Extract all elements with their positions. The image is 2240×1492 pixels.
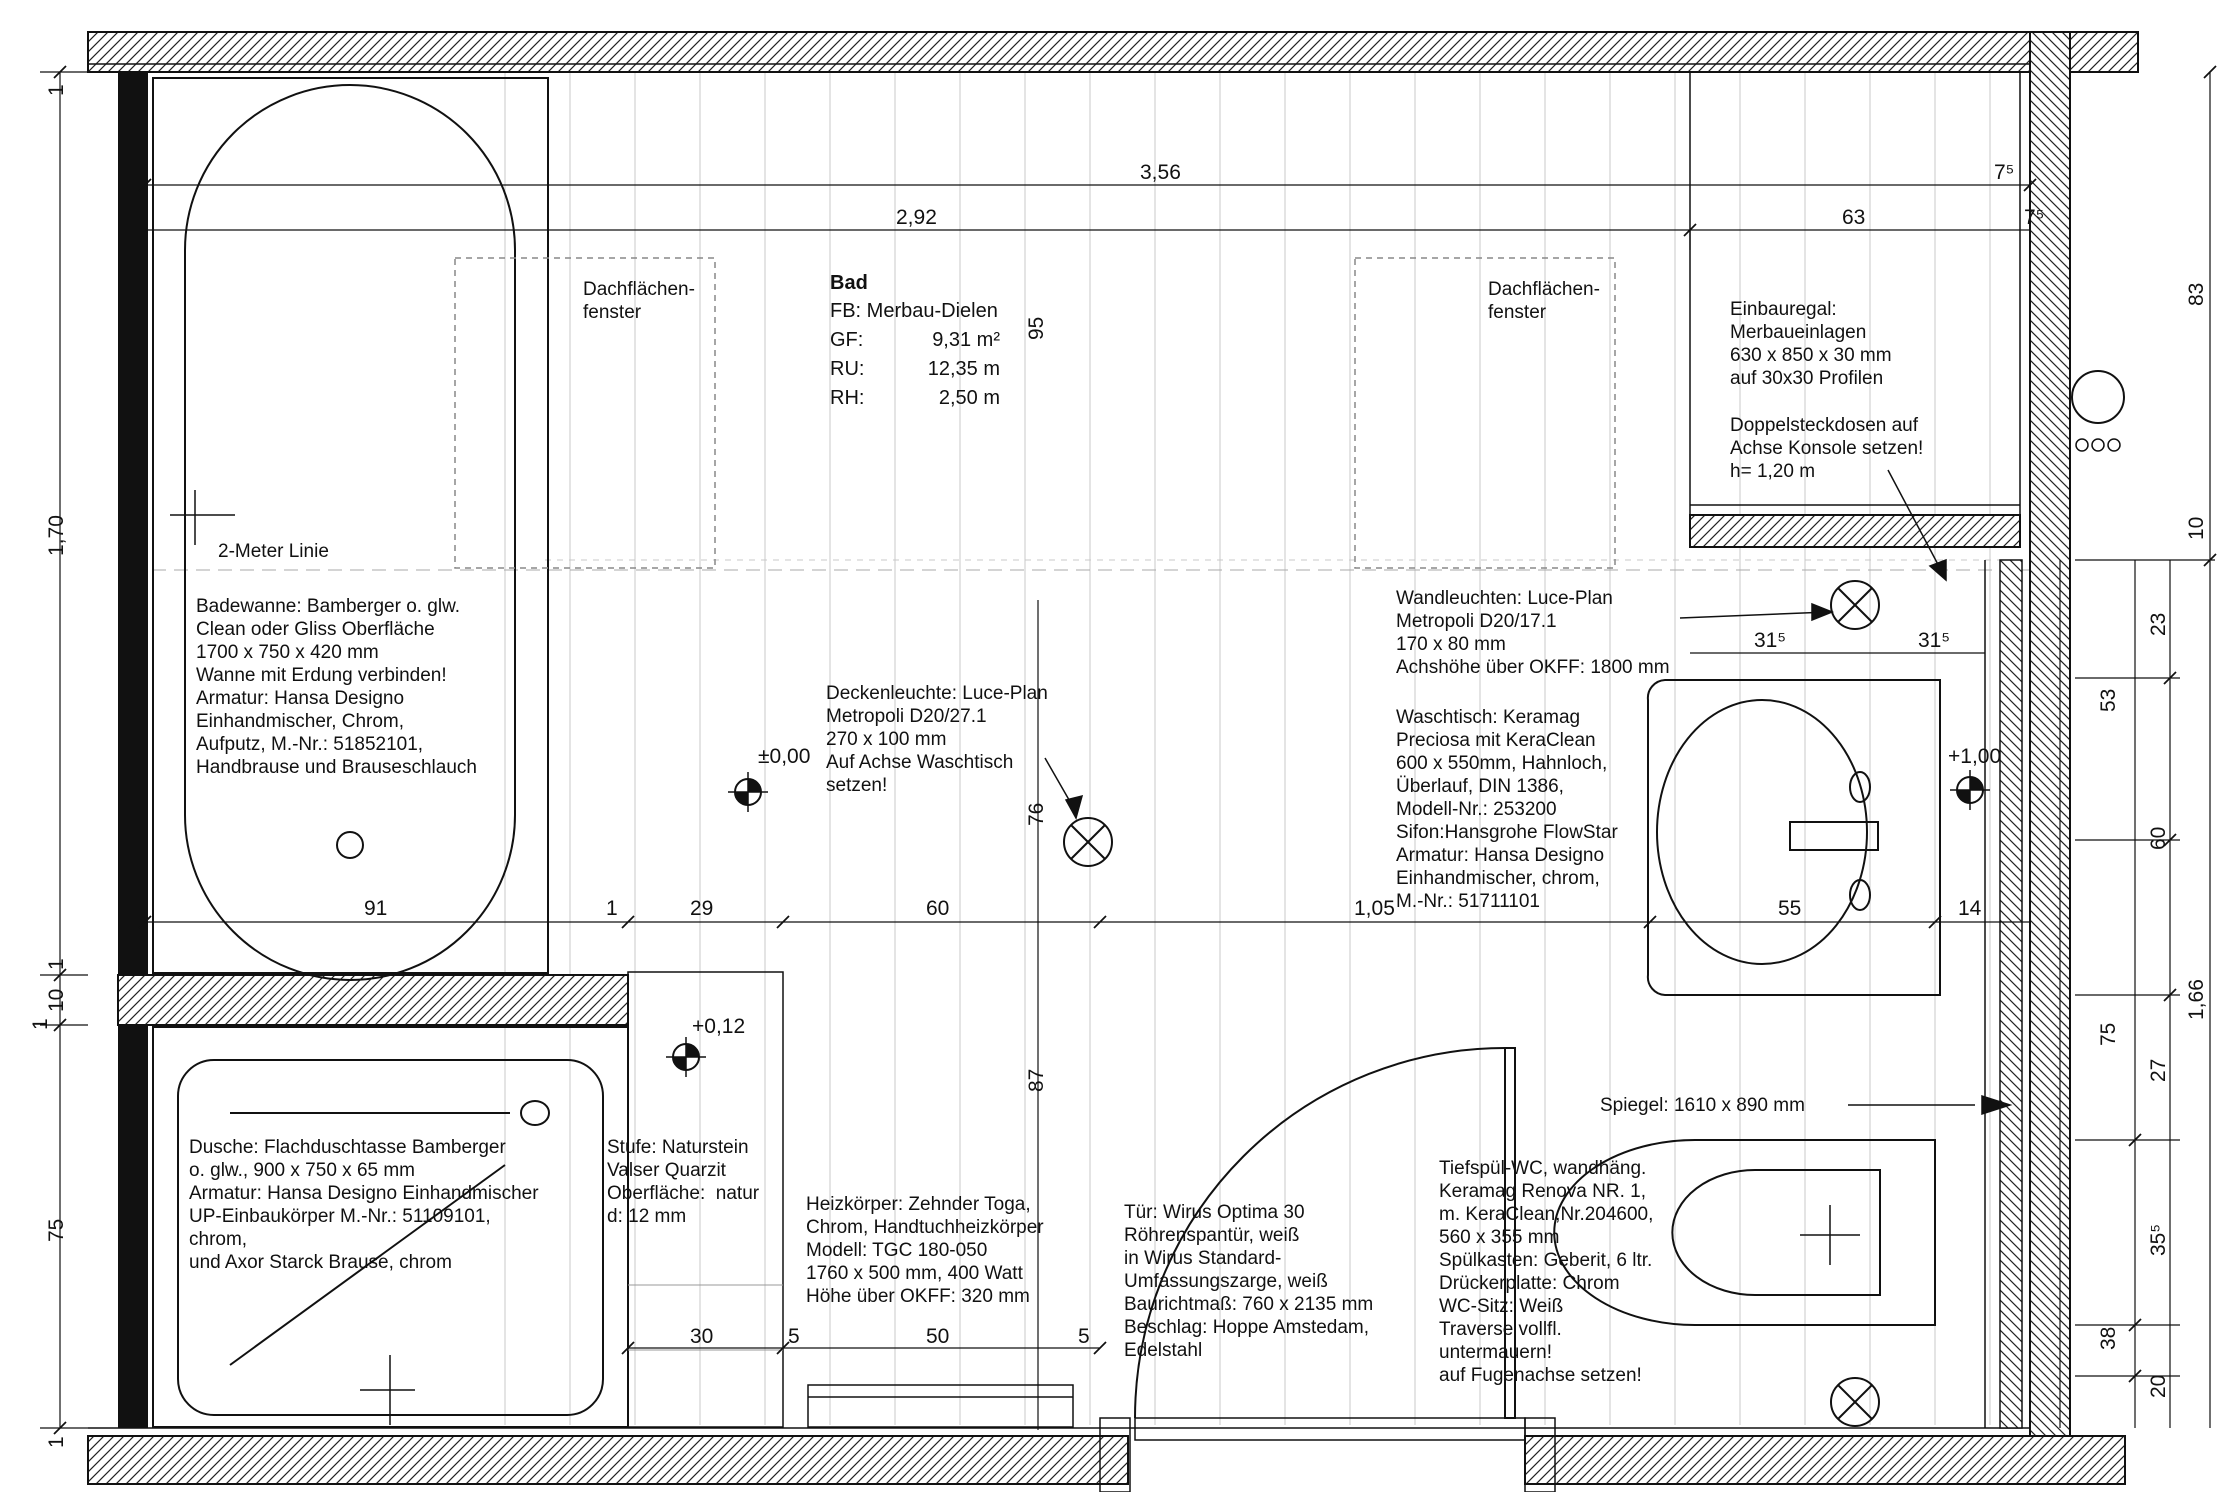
washbasin-label: Waschtisch: Keramag Preciosa mit KeraCle… [1396, 707, 1618, 912]
level-markers [666, 770, 1990, 1077]
dim-label: 10 [2185, 516, 2208, 540]
dim-label: 76 [1025, 802, 1048, 826]
shelf-label: Einbauregal: Merbaueinlagen 630 x 850 x … [1730, 299, 1892, 389]
level-label: ±0,00 [758, 745, 811, 768]
level-label: +0,12 [692, 1015, 746, 1038]
washbasin [1646, 679, 1941, 996]
skylight-right-label: Dachflächen- fenster [1488, 279, 1600, 323]
door-leaf [1504, 1047, 1516, 1419]
installation-wall [1999, 559, 2023, 1429]
dim-label: 1 [29, 1018, 52, 1030]
partition-wall [117, 974, 629, 1026]
dim-label: 1,70 [45, 515, 68, 556]
dim-label: 35⁵ [2147, 1223, 2170, 1256]
radiator-label: Heizkörper: Zehnder Toga, Chrom, Handtuc… [806, 1194, 1044, 1307]
shower-label: Dusche: Flachduschtasse Bamberger o. glw… [189, 1137, 539, 1273]
dim-label: 1,66 [2185, 979, 2208, 1020]
dim-label: 3,56 [1140, 161, 1181, 184]
dim-label: 75 [45, 1218, 68, 1242]
dim-label: 31⁵ [1754, 629, 1787, 652]
dim-label: 1,05 [1354, 897, 1395, 920]
dim-label: 53 [2097, 688, 2120, 712]
room-stats: GF: 9,31 m² RU: 12,35 m RH: 2,50 m [830, 326, 1000, 413]
stat-key: RH: [830, 387, 865, 409]
stat-value: 9,31 m² [932, 329, 1000, 351]
door-frame-left [1099, 1417, 1131, 1492]
door-swing [1134, 1047, 1506, 1419]
room-floor: FB: Merbau-Dielen [830, 300, 998, 322]
step [627, 971, 784, 1428]
ceiling-light-symbol [1063, 817, 1113, 867]
dim-label: 38 [2097, 1326, 2120, 1350]
dim-label: 95 [1025, 316, 1048, 340]
bathtub-basin [184, 84, 516, 981]
dim-label: 31⁵ [1918, 629, 1951, 652]
dim-label: 7⁵ [1994, 161, 2015, 184]
dim-label: 87 [1025, 1068, 1048, 1092]
dim-label: 1 [606, 897, 618, 920]
door-frame-right [1524, 1417, 1556, 1492]
dim-label: 2,92 [896, 206, 937, 229]
dimension-ticks [53, 65, 2217, 1435]
dim-label: 60 [926, 897, 950, 920]
step-label: Stufe: Naturstein Valser Quarzit Oberflä… [607, 1137, 760, 1227]
dim-label: 63 [1842, 206, 1866, 229]
two-meter-line-label: 2-Meter Linie [218, 541, 329, 562]
bathtub-frame [152, 77, 549, 974]
left-wall [118, 72, 148, 1428]
dim-label: 23 [2147, 612, 2170, 636]
dim-label: 1 [45, 84, 68, 96]
stat-key: GF: [830, 329, 864, 351]
stat-value: 2,50 m [938, 387, 1000, 409]
dim-label: 5 [1078, 1325, 1090, 1348]
dim-label: 27 [2147, 1058, 2170, 1082]
dim-label: 5 [788, 1325, 800, 1348]
dim-label: 30 [690, 1325, 714, 1348]
top-wall [87, 31, 2139, 73]
radiator [807, 1384, 1074, 1428]
wall-light-symbol-1 [1830, 580, 1880, 630]
dim-label: 55 [1778, 897, 1802, 920]
wall-lights-label: Wandleuchten: Luce-Plan Metropoli D20/17… [1396, 588, 1670, 678]
dim-label: 20 [2147, 1374, 2170, 1398]
bathtub-label: Badewanne: Bamberger o. glw. Clean oder … [196, 596, 477, 778]
level-label: +1,00 [1948, 745, 2002, 768]
dim-label: 1 [45, 1436, 68, 1448]
shelf-partition [1689, 514, 2021, 548]
dim-label: 7⁵ [2024, 206, 2045, 229]
dim-label: 29 [690, 897, 714, 920]
dim-label: 83 [2185, 282, 2208, 306]
dim-label: 1 [45, 958, 68, 970]
sockets-label: Doppelsteckdosen auf Achse Konsole setze… [1730, 415, 1924, 482]
dim-label: 91 [364, 897, 388, 920]
dim-label: 75 [2097, 1022, 2120, 1046]
skylight-left-label: Dachflächen- fenster [583, 279, 695, 323]
dim-label: 14 [1958, 897, 1982, 920]
wc-label: Tiefspül-WC, wandhäng. Keramag Renova NR… [1439, 1158, 1654, 1386]
wc-bowl [1553, 1139, 1936, 1326]
dim-label: 10 [45, 988, 68, 1012]
door-label: Tür: Wirus Optima 30 Röhrenspantür, weiß… [1124, 1202, 1374, 1361]
right-wall [2029, 31, 2071, 1437]
ceiling-light-label: Deckenleuchte: Luce-Plan Metropoli D20/2… [826, 683, 1048, 796]
dim-label: 60 [2147, 826, 2170, 850]
stat-key: RU: [830, 358, 865, 380]
skylight-right [1354, 257, 1616, 569]
bottom-wall-left [87, 1435, 1129, 1485]
door-threshold [1134, 1417, 1526, 1441]
wall-light-symbol-2 [1830, 1377, 1880, 1427]
bathtub-drain [336, 831, 364, 859]
skylight-left [454, 257, 716, 569]
bottom-wall-right [1524, 1435, 2126, 1485]
stat-value: 12,35 m [927, 358, 1000, 380]
mirror-label: Spiegel: 1610 x 890 mm [1600, 1095, 1805, 1116]
dim-label: 50 [926, 1325, 950, 1348]
room-name: Bad [830, 272, 868, 294]
